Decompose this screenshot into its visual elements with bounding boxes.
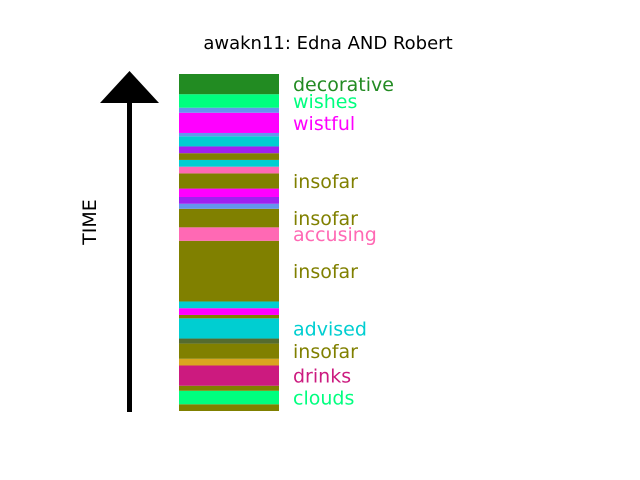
chart-title: awakn11: Edna AND Robert bbox=[203, 33, 452, 54]
timeline-segment bbox=[179, 94, 279, 108]
time-arrow-shaft bbox=[127, 100, 132, 412]
segment-label: wistful bbox=[293, 113, 355, 135]
segment-label: drinks bbox=[293, 366, 351, 388]
segment-label: clouds bbox=[293, 388, 354, 410]
timeline-segment bbox=[179, 112, 279, 133]
segment-label: insofar bbox=[293, 341, 358, 363]
timeline-segment bbox=[179, 208, 279, 228]
segment-label: advised bbox=[293, 318, 367, 340]
segment-label: insofar bbox=[293, 208, 358, 230]
timeline-segment bbox=[179, 314, 279, 319]
timeline-segment bbox=[179, 240, 279, 302]
timeline-segment bbox=[179, 107, 279, 113]
timeline-segment bbox=[179, 153, 279, 160]
y-axis-label: TIME bbox=[79, 199, 101, 246]
segment-labels: cloudsdrinksinsofaradvisedinsofaraccusin… bbox=[293, 74, 394, 409]
timeline-segment bbox=[179, 173, 279, 189]
segment-label: insofar bbox=[293, 171, 358, 193]
timeline-segment bbox=[179, 197, 279, 204]
segment-label: accusing bbox=[293, 224, 377, 246]
timeline-segment bbox=[179, 338, 279, 344]
timeline-bar bbox=[179, 74, 279, 411]
segment-label: decorative bbox=[293, 74, 394, 96]
timeline-segment bbox=[179, 166, 279, 174]
timeline-segment bbox=[179, 365, 279, 386]
timeline-segment bbox=[179, 390, 279, 405]
timeline-segment bbox=[179, 404, 279, 411]
timeline-segment bbox=[179, 385, 279, 391]
timeline-segment bbox=[179, 358, 279, 366]
time-axis: TIME bbox=[79, 71, 159, 412]
timeline-segment bbox=[179, 203, 279, 209]
timeline-segment bbox=[179, 159, 279, 167]
timeline-segment bbox=[179, 132, 279, 137]
segment-label: insofar bbox=[293, 261, 358, 283]
timeline-segment bbox=[179, 188, 279, 198]
timeline-segment bbox=[179, 146, 279, 154]
timeline-segment bbox=[179, 318, 279, 339]
timeline-segment bbox=[179, 301, 279, 309]
timeline-segment bbox=[179, 227, 279, 241]
time-arrow-head bbox=[100, 71, 159, 103]
segment-label: wishes bbox=[293, 91, 357, 113]
timeline-segment bbox=[179, 343, 279, 359]
timeline-segment bbox=[179, 308, 279, 315]
timeline-segment bbox=[179, 74, 279, 95]
timeline-segment bbox=[179, 136, 279, 147]
